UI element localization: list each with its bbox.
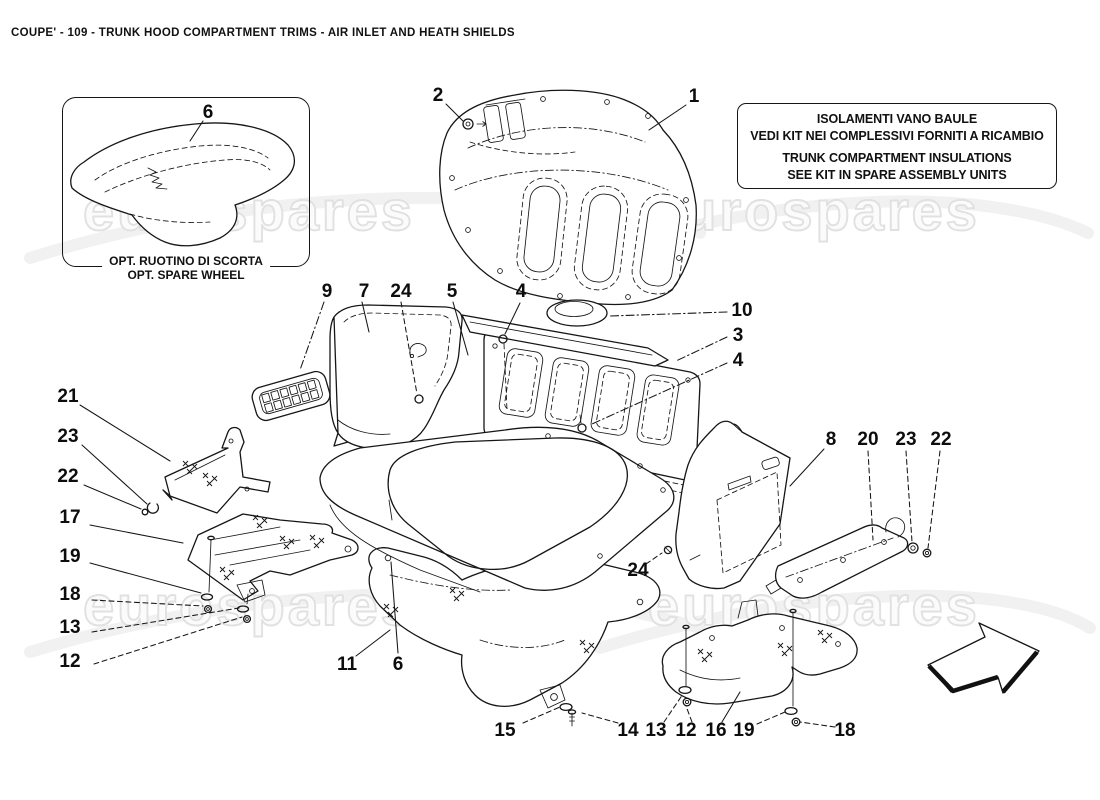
heat-shield-lower-drawing [368, 547, 661, 709]
note-line-english-2: SEE KIT IN SPARE ASSEMBLY UNITS [787, 168, 1007, 182]
lid-bracket-detail [483, 98, 526, 143]
note-line-italian-2: VEDI KIT NEI COMPLESSIVI FORNITI A RICAM… [750, 129, 1044, 143]
watermark-text: eurospares [648, 179, 980, 242]
heat-shield-small-drawing [661, 599, 858, 705]
lid-pockets [516, 177, 689, 295]
inset-caption-italian: OPT. RUOTINO DI SCORTA [109, 254, 263, 268]
right-trim-drawing [675, 420, 791, 590]
note-line-italian-1: ISOLAMENTI VANO BAULE [816, 112, 978, 126]
lid-screw-holes [449, 96, 689, 300]
bulkhead-top-rail [461, 314, 669, 367]
bolt-icon [462, 118, 487, 130]
lid-pockets-inner [523, 185, 681, 287]
bracket-lower-drawing [187, 513, 359, 603]
trim-vent-detail [761, 456, 780, 470]
inset-caption: OPT. RUOTINO DI SCORTA OPT. SPARE WHEEL [102, 254, 270, 282]
fasteners [141, 118, 932, 727]
trunk-mat-drawing [319, 426, 675, 593]
bracket-right-drawing [765, 517, 909, 599]
leader-lines [79, 103, 941, 728]
trunk-lid-panel-drawing [439, 89, 697, 306]
inset-caption-english: OPT. SPARE WHEEL [127, 267, 245, 282]
direction-arrow [927, 622, 1040, 694]
insulation-note-box: ISOLAMENTI VANO BAULE VEDI KIT NEI COMPL… [737, 103, 1057, 189]
page-title: COUPE' - 109 - TRUNK HOOD COMPARTMENT TR… [11, 27, 515, 39]
note-line-english-1: TRUNK COMPARTMENT INSULATIONS [782, 151, 1012, 165]
spare-wheel-inset-box: OPT. RUOTINO DI SCORTA OPT. SPARE WHEEL [62, 97, 310, 282]
bulkhead-cap [546, 299, 608, 327]
left-trim-drawing [329, 304, 463, 450]
spare-wheel-trim-drawing [70, 122, 295, 247]
air-inlet-grille-drawing [251, 370, 331, 422]
bracket-upper-drawing [162, 426, 271, 514]
